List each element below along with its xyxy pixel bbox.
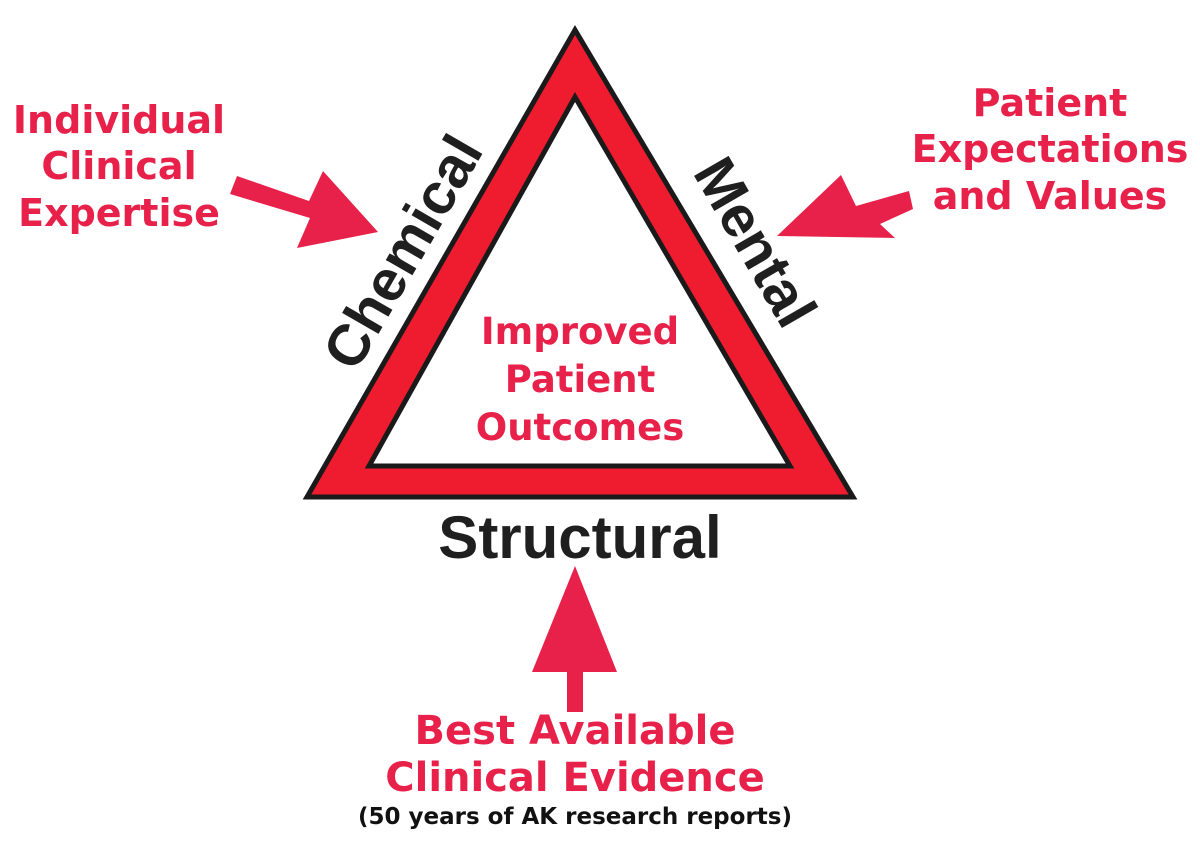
input-label-line: Expertise [18,190,220,235]
input-label-line: Clinical [41,144,197,189]
arrow-up-icon [532,566,617,712]
input-label-line: Clinical Evidence [385,755,765,802]
arrow-right-icon [777,175,913,238]
center-label-line: Outcomes [475,406,685,450]
input-label-line: Best Available [414,708,736,754]
side-label-structural: Structural [438,504,721,571]
center-label-line: Improved [480,310,680,353]
input-label-clinical-evidence: Best Available Clinical Evidence [340,708,810,802]
research-note: (50 years of AK research reports) [358,804,792,830]
center-label-line: Patient [504,358,656,402]
input-label-patient-values: Patient Expectations and Values [900,80,1200,219]
input-label-line: Patient [972,81,1128,125]
input-label-line: Expectations [911,127,1189,172]
input-label-clinical-expertise: Individual Clinical Expertise [0,97,238,236]
input-label-line: Individual [12,98,226,142]
triangle-inner [364,91,795,469]
input-label-line: and Values [932,173,1168,218]
center-label-outcomes: Improved Patient Outcomes [440,308,720,452]
arrow-left-icon [230,171,378,248]
